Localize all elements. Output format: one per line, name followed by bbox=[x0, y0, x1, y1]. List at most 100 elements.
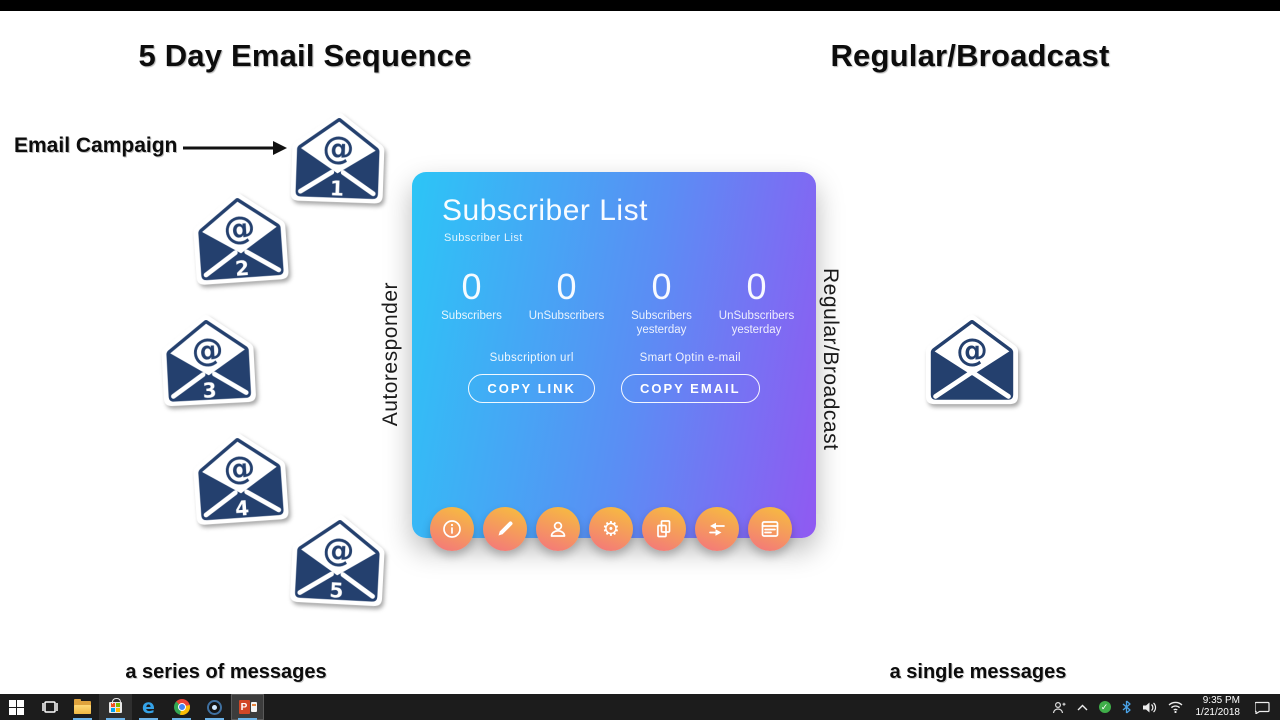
smart-optin-group: Smart Optin e-mail COPY EMAIL bbox=[620, 352, 760, 403]
card-action-row: ⚙ bbox=[430, 507, 792, 551]
people-button[interactable] bbox=[1048, 694, 1070, 720]
recorder-button[interactable] bbox=[198, 694, 231, 720]
copy-email-button[interactable]: COPY EMAIL bbox=[620, 374, 760, 403]
volume-button[interactable] bbox=[1138, 694, 1161, 720]
svg-text:@: @ bbox=[956, 333, 988, 369]
email-envelope-4-icon: @ 4 bbox=[193, 433, 289, 525]
stat-value: 0 bbox=[556, 266, 577, 307]
stat-unsubscribers-yesterday: 0 UnSubscribers yesterday bbox=[709, 269, 804, 338]
broadcast-envelope-icon: @ bbox=[926, 314, 1018, 405]
stat-label: Subscribers yesterday bbox=[631, 310, 692, 337]
edge-icon: e bbox=[142, 695, 155, 718]
series-caption: a series of messages bbox=[125, 661, 327, 683]
card-subtitle: Subscriber List bbox=[444, 232, 523, 244]
svg-text:@: @ bbox=[222, 450, 256, 488]
action-center-button[interactable] bbox=[1249, 694, 1278, 720]
merge-arrows-icon bbox=[709, 522, 725, 536]
user-icon bbox=[550, 521, 566, 537]
action-center-icon bbox=[1255, 701, 1270, 714]
subscribers-button[interactable] bbox=[536, 507, 580, 551]
webform-button[interactable] bbox=[748, 507, 792, 551]
svg-text:2: 2 bbox=[234, 256, 250, 281]
stat-label: UnSubscribers yesterday bbox=[718, 310, 795, 337]
speaker-icon bbox=[1142, 702, 1156, 712]
edge-button[interactable]: e bbox=[132, 694, 165, 720]
stat-value: 0 bbox=[651, 266, 672, 307]
card-title: Subscriber List bbox=[442, 194, 648, 227]
broadcast-vertical-label: Regular/Broadcast bbox=[819, 268, 842, 451]
file-explorer-icon bbox=[74, 698, 91, 714]
hidden-icons-button[interactable] bbox=[1073, 694, 1092, 720]
svg-text:4: 4 bbox=[234, 496, 250, 521]
chrome-button[interactable] bbox=[165, 694, 198, 720]
email-envelope-2-icon: @ 2 bbox=[193, 193, 289, 285]
stat-subscribers-yesterday: 0 Subscribers yesterday bbox=[614, 269, 709, 338]
email-envelope-1-icon: @ 1 bbox=[290, 112, 385, 204]
settings-button[interactable]: ⚙ bbox=[589, 507, 633, 551]
copy-icon bbox=[657, 520, 671, 538]
merge-button[interactable] bbox=[695, 507, 739, 551]
clock-date: 1/21/2018 bbox=[1195, 707, 1241, 718]
taskbar: e P bbox=[0, 694, 1280, 720]
edit-button[interactable] bbox=[483, 507, 527, 551]
stat-value: 0 bbox=[746, 266, 767, 307]
right-title: Regular/Broadcast bbox=[830, 38, 1110, 73]
single-caption: a single messages bbox=[889, 661, 1067, 683]
email-envelope-3-icon: @ 3 bbox=[161, 315, 256, 407]
stat-label: Subscribers bbox=[441, 310, 502, 322]
chevron-up-icon bbox=[1077, 704, 1087, 710]
svg-text:@: @ bbox=[191, 332, 224, 370]
bluetooth-button[interactable] bbox=[1118, 694, 1135, 720]
store-button[interactable] bbox=[99, 694, 132, 720]
copy-button[interactable] bbox=[642, 507, 686, 551]
chrome-icon bbox=[173, 699, 190, 715]
microsoft-store-icon bbox=[109, 697, 122, 713]
presentation-slide: 5 Day Email Sequence Regular/Broadcast E… bbox=[0, 11, 1280, 694]
stat-subscribers: 0 Subscribers bbox=[424, 269, 519, 338]
info-button[interactable] bbox=[430, 507, 474, 551]
smart-optin-label: Smart Optin e-mail bbox=[639, 352, 741, 364]
svg-text:@: @ bbox=[322, 532, 355, 570]
arrow-right-icon bbox=[183, 141, 287, 155]
svg-text:@: @ bbox=[322, 130, 355, 167]
svg-text:3: 3 bbox=[202, 378, 217, 403]
autoresponder-vertical-label: Autoresponder bbox=[379, 282, 402, 427]
people-icon bbox=[1052, 701, 1065, 713]
subscription-url-label: Subscription url bbox=[489, 352, 574, 364]
webform-icon bbox=[761, 521, 779, 537]
svg-text:5: 5 bbox=[329, 578, 344, 603]
bluetooth-icon bbox=[1122, 700, 1131, 714]
file-explorer-button[interactable] bbox=[66, 694, 99, 720]
clock-time: 9:35 PM bbox=[1202, 694, 1240, 706]
defender-check-icon: ✓ bbox=[1098, 701, 1111, 713]
task-view-icon bbox=[41, 701, 58, 713]
powerpoint-icon: P bbox=[238, 700, 257, 714]
info-icon bbox=[443, 520, 461, 538]
defender-button[interactable]: ✓ bbox=[1095, 694, 1115, 720]
subscriber-list-card: Subscriber List Subscriber List 0 Subscr… bbox=[412, 172, 816, 551]
recorder-icon bbox=[207, 699, 222, 715]
gear-icon: ⚙ bbox=[602, 517, 620, 541]
task-view-button[interactable] bbox=[33, 694, 66, 720]
pencil-icon bbox=[498, 521, 513, 536]
network-button[interactable] bbox=[1164, 694, 1187, 720]
network-wifi-icon bbox=[1168, 701, 1182, 713]
start-button[interactable] bbox=[0, 694, 33, 720]
stat-unsubscribers: 0 UnSubscribers bbox=[519, 269, 614, 338]
windows-logo-icon bbox=[9, 699, 24, 715]
left-title: 5 Day Email Sequence bbox=[138, 38, 472, 73]
taskbar-clock[interactable]: 9:35 PM 1/21/2018 bbox=[1190, 695, 1247, 720]
email-envelope-5-icon: @ 5 bbox=[290, 515, 385, 607]
copy-row: Subscription url COPY LINK Smart Optin e… bbox=[412, 352, 816, 403]
stat-value: 0 bbox=[461, 266, 482, 307]
stat-label: UnSubscribers bbox=[528, 310, 605, 322]
svg-text:@: @ bbox=[222, 210, 256, 248]
taskbar-apps: e P bbox=[0, 694, 264, 720]
stats-row: 0 Subscribers 0 UnSubscribers 0 Subscrib… bbox=[412, 269, 816, 338]
copy-link-button[interactable]: COPY LINK bbox=[468, 374, 595, 403]
subscription-url-group: Subscription url COPY LINK bbox=[468, 352, 595, 403]
powerpoint-button[interactable]: P bbox=[231, 694, 264, 720]
svg-text:1: 1 bbox=[330, 176, 345, 200]
svg-text:⚙: ⚙ bbox=[602, 517, 620, 541]
